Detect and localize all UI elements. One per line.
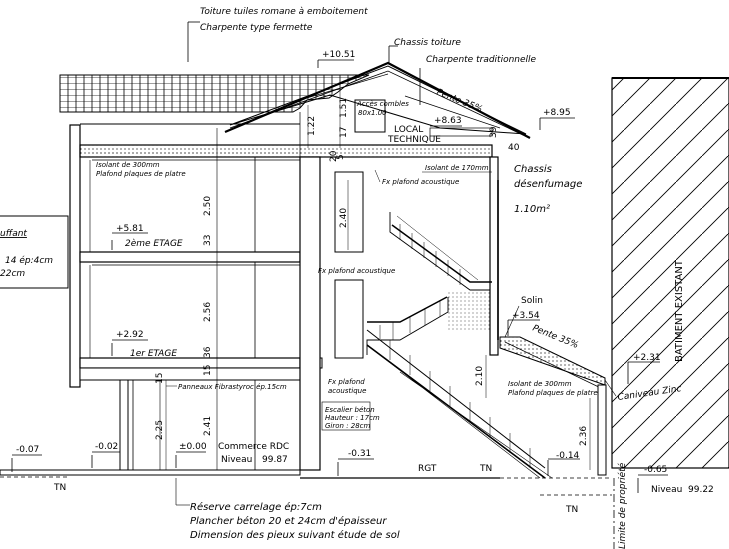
- level-floor1: +2.92: [116, 330, 144, 340]
- level-ground: ±0.00: [179, 442, 207, 452]
- dim-stair-h2: 2.40: [339, 208, 349, 228]
- flashing-note: Solin: [521, 296, 543, 306]
- acoustic-ceiling-2: Fx plafond acoustique: [318, 267, 395, 275]
- level-tech: +8.63: [434, 116, 462, 126]
- shop-line1: Commerce RDC: [218, 442, 289, 452]
- level-left2: -0.02: [95, 442, 118, 452]
- insul-300-low-line2: Plafond plaques de platre: [508, 389, 598, 397]
- level-ridge: +10.51: [322, 50, 355, 60]
- level-right-foot: -0.14: [556, 451, 580, 461]
- level-eave-right: +8.95: [543, 108, 571, 118]
- level-floor2: +5.81: [116, 224, 144, 234]
- dim-floor2-slab: 33: [203, 235, 213, 246]
- acoustic-ceiling-1: Fx plafond acoustique: [382, 178, 459, 186]
- tn-mid-label: TN: [479, 464, 492, 474]
- tech-room-line1: LOCAL: [394, 125, 423, 135]
- roof-tiles-note: Toiture tuiles romane à emboitement: [200, 7, 368, 17]
- acoustic-ceiling-3-line1: Fx plafond: [328, 378, 365, 386]
- existing-building: BATIMENT EXISTANT: [611, 77, 729, 469]
- left-legend-line3: 22cm: [0, 269, 25, 279]
- dim-attic-b: 1.51: [339, 98, 349, 118]
- insul-300-low-line1: Isolant de 300mm: [508, 380, 572, 388]
- dim-attic-a: 1.22: [307, 116, 317, 136]
- door-1st: [334, 279, 364, 359]
- dim-gf-a: 2.41: [203, 416, 213, 436]
- level-terrace: +3.54: [512, 311, 540, 321]
- level-left1: -0.07: [16, 445, 39, 455]
- dim-attic-c: 17: [339, 127, 349, 138]
- floor1-name: 1er ETAGE: [130, 349, 177, 359]
- building-section: [0, 123, 612, 496]
- slope-top-note: Pente 35%: [435, 88, 484, 115]
- insul-300-top-line2: Plafond plaques de platre: [96, 170, 186, 178]
- dim-stair-low: 2.10: [475, 366, 485, 386]
- dim-slab-top-b: 20: [329, 150, 339, 162]
- dim-gf-b: 2.25: [155, 420, 165, 440]
- dim-floor2-h: 2.50: [203, 196, 213, 216]
- attic-access-line1: Accès combles: [356, 100, 409, 108]
- smoke-vent-line2: désenfumage: [514, 178, 582, 190]
- stair-spec-line3: Giron : 28cm: [325, 422, 371, 430]
- level-9922-label: Niveau: [651, 485, 682, 495]
- stair-spec-line1: Escalier béton: [325, 406, 375, 414]
- ground-annotations: -0.07 -0.02 ±0.00 Commerce RDC Niveau 99…: [11, 442, 714, 549]
- smoke-vent-line3: 1.10m²: [514, 204, 550, 215]
- level-property: -0.65: [644, 465, 667, 475]
- left-legend-line1: uffant: [0, 229, 27, 239]
- fibra-panels-note: Panneaux Fibrastyroc ép.15cm: [178, 383, 287, 391]
- level-stair-foot: -0.31: [348, 449, 371, 459]
- roof: [59, 61, 531, 160]
- level-gutter: +2.31: [633, 353, 661, 363]
- bottom-note-3: Dimension des pieux suivant étude de sol: [190, 529, 400, 541]
- door-2nd: [334, 171, 364, 253]
- level-9922-value: 99.22: [688, 485, 714, 495]
- smoke-vent-line1: Chassis: [514, 164, 552, 175]
- skylight-note: Chassis toiture: [394, 38, 461, 48]
- bottom-note-2: Plancher béton 20 et 24cm d'épaisseur: [190, 515, 387, 527]
- dim-attic-e: 40: [508, 143, 520, 153]
- acoustic-ceiling-3-line2: acoustique: [328, 387, 366, 395]
- left-legend-line2: 14 ép:4cm: [5, 255, 53, 266]
- dim-floor1-slab: 36: [203, 346, 213, 358]
- left-legend: uffant 14 ép:4cm 22cm: [0, 215, 69, 289]
- tn-left-label: TN: [53, 483, 66, 493]
- dim-gf-c: 15: [155, 373, 165, 384]
- tech-room-line2: TECHNIQUE: [387, 135, 441, 145]
- shop-line2-value: 99.87: [262, 455, 288, 465]
- property-limit-label: Limite de propriété: [617, 462, 628, 549]
- frame-note: Charpente type fermette: [200, 23, 313, 33]
- insul-170-note: Isolant de 170mm: [425, 164, 489, 172]
- attic-access-hatch: [354, 99, 386, 133]
- existing-building-label: BATIMENT EXISTANT: [674, 259, 685, 362]
- rgt-label: RGT: [418, 464, 437, 474]
- bottom-note-1: Réserve carrelage ép:7cm: [190, 501, 322, 513]
- dim-attic-d: 39: [489, 126, 499, 138]
- floor2-name: 2ème ETAGE: [125, 238, 183, 249]
- dim-floor1-h: 2.56: [203, 302, 213, 322]
- traditional-frame-note: Charpente traditionnelle: [426, 55, 537, 65]
- stair-spec-line2: Hauteur : 17cm: [325, 414, 380, 422]
- tn-right-label: TN: [565, 505, 578, 515]
- bottom-notes: Réserve carrelage ép:7cm Plancher béton …: [190, 501, 400, 541]
- insul-300-top-line1: Isolant de 300mm: [96, 161, 160, 169]
- shop-line2-label: Niveau: [221, 455, 252, 465]
- floor-annotations: Isolant de 300mm Plafond plaques de plat…: [96, 128, 682, 470]
- attic-access-line2: 80x1.00: [358, 109, 387, 117]
- dim-slab-top-a: 5: [336, 154, 346, 160]
- dim-slab-rdc: 15: [203, 365, 213, 376]
- dim-right-wall: 2.36: [579, 426, 589, 446]
